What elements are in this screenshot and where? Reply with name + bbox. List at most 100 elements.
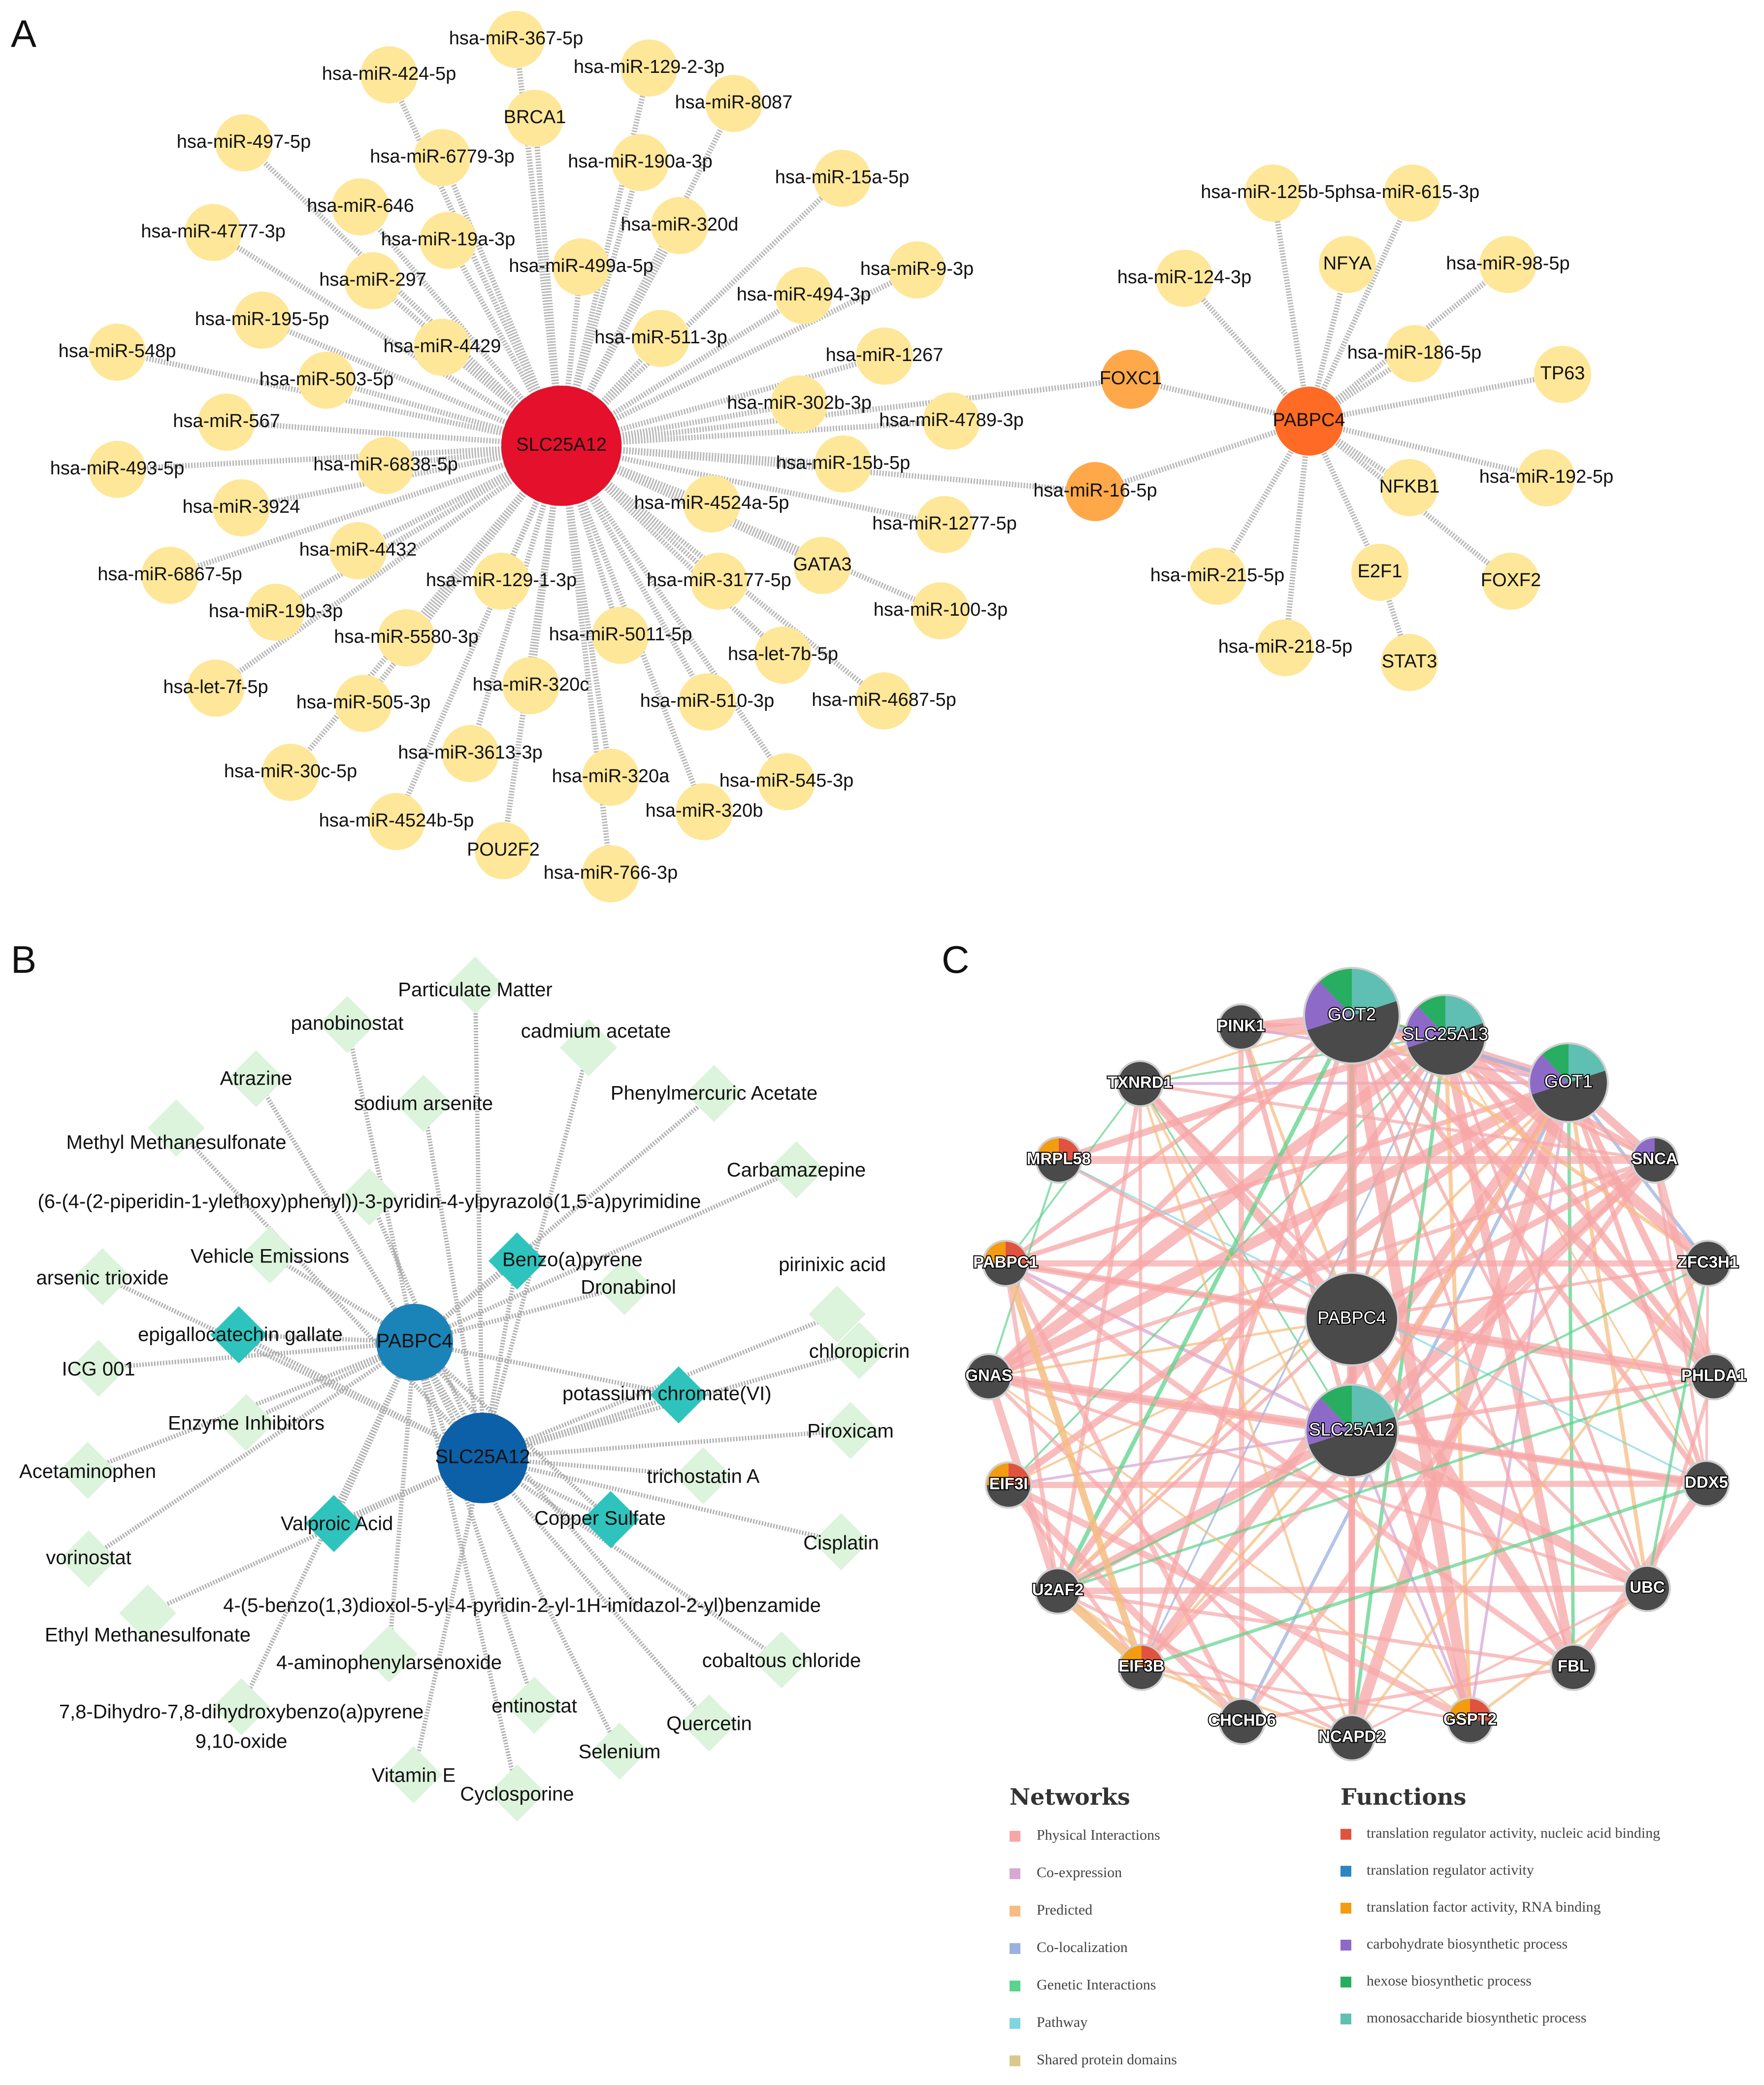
chemical-vehicle-emissions[interactable]: Vehicle Emissions xyxy=(191,1226,349,1284)
gene-gnas[interactable]: GNAS xyxy=(964,1353,1013,1400)
node-hsa-mir-3177-5p[interactable]: hsa-miR-3177-5p xyxy=(647,553,791,610)
chemical-particulate-matter[interactable]: Particulate Matter xyxy=(398,957,553,1014)
chemical-enzyme-inhibitors[interactable]: Enzyme Inhibitors xyxy=(168,1394,325,1451)
node-hsa-mir-9-3p[interactable]: hsa-miR-9-3p xyxy=(860,241,974,298)
chemical-9-10-oxide[interactable]: 9,10-oxide xyxy=(196,1731,288,1753)
node-hsa-mir-186-5p[interactable]: hsa-miR-186-5p xyxy=(1347,325,1481,382)
node-hsa-mir-3613-3p[interactable]: hsa-miR-3613-3p xyxy=(398,725,543,782)
chemical-7-8-dihydro-7-8-dihydroxybenzo-a-pyrene[interactable]: 7,8-Dihydro-7,8-dihydroxybenzo(a)pyrene xyxy=(59,1678,424,1735)
node-hsa-mir-100-3p[interactable]: hsa-miR-100-3p xyxy=(874,582,1008,639)
node-hsa-mir-1267[interactable]: hsa-miR-1267 xyxy=(826,328,944,385)
chemical-quercetin[interactable]: Quercetin xyxy=(666,1694,752,1752)
node-hsa-mir-129-1-3p[interactable]: hsa-miR-129-1-3p xyxy=(426,553,577,610)
node-hsa-mir-5580-3p[interactable]: hsa-miR-5580-3p xyxy=(334,609,479,666)
node-hsa-mir-615-3p[interactable]: hsa-miR-615-3p xyxy=(1345,165,1479,222)
node-hsa-mir-1277-5p[interactable]: hsa-miR-1277-5p xyxy=(872,496,1017,553)
node-hsa-mir-19b-3p[interactable]: hsa-miR-19b-3p xyxy=(209,584,343,641)
chemical-carbamazepine[interactable]: Carbamazepine xyxy=(727,1141,866,1198)
node-brca1[interactable]: BRCA1 xyxy=(504,90,566,147)
gene-eif3b[interactable]: EIF3B xyxy=(1117,1644,1166,1691)
node-hsa-mir-567[interactable]: hsa-miR-567 xyxy=(173,394,280,451)
shared-chemical-benzo-a-pyrene[interactable]: Benzo(a)pyrene xyxy=(489,1232,643,1290)
gene-pabpc1[interactable]: PABPC1 xyxy=(972,1240,1039,1287)
node-hsa-mir-98-5p[interactable]: hsa-miR-98-5p xyxy=(1446,236,1570,293)
gene-eif3i[interactable]: EIF3I xyxy=(985,1461,1032,1509)
chemical-vorinostat[interactable]: vorinostat xyxy=(46,1530,131,1588)
gene-u2af2[interactable]: U2AF2 xyxy=(1031,1567,1084,1615)
node-hsa-mir-320b[interactable]: hsa-miR-320b xyxy=(646,783,763,840)
gene-pink1[interactable]: PINK1 xyxy=(1216,1003,1266,1051)
node-hsa-mir-215-5p[interactable]: hsa-miR-215-5p xyxy=(1150,548,1284,605)
node-hsa-mir-505-3p[interactable]: hsa-miR-505-3p xyxy=(296,675,430,732)
node-e2f1[interactable]: E2F1 xyxy=(1351,544,1408,601)
gene-ubc[interactable]: UBC xyxy=(1624,1565,1671,1612)
node-hsa-mir-493-5p[interactable]: hsa-miR-493-5p xyxy=(50,441,184,498)
chemical-icg-001[interactable]: ICG 001 xyxy=(62,1340,135,1397)
chemical-trichostatin-a[interactable]: trichostatin A xyxy=(647,1447,760,1504)
chemical-6-4-2-piperidin-1-ylethoxy-phenyl-3-pyridin-4-ylpyrazolo-1-5-a-pyrimidine[interactable]: (6-(4-(2-piperidin-1-ylethoxy)phenyl))-3… xyxy=(37,1168,701,1225)
chemical-phenylmercuric-acetate[interactable]: Phenylmercuric Acetate xyxy=(611,1065,817,1122)
gene-ncapd2[interactable]: NCAPD2 xyxy=(1317,1714,1386,1761)
node-hsa-mir-510-3p[interactable]: hsa-miR-510-3p xyxy=(640,673,774,730)
node-hsa-mir-646[interactable]: hsa-miR-646 xyxy=(307,178,414,235)
chemical-cadmium-acetate[interactable]: cadmium acetate xyxy=(521,1019,671,1076)
gene-slc25a13[interactable]: SLC25A13 xyxy=(1402,994,1489,1077)
node-hsa-mir-5011-5p[interactable]: hsa-miR-5011-5p xyxy=(549,607,692,664)
chemical-cyclosporine[interactable]: Cyclosporine xyxy=(460,1764,574,1821)
node-hsa-mir-424-5p[interactable]: hsa-miR-424-5p xyxy=(322,46,456,103)
node-hsa-mir-766-3p[interactable]: hsa-miR-766-3p xyxy=(544,845,678,902)
node-foxc1[interactable]: FOXC1 xyxy=(1100,350,1162,409)
node-nfkb1[interactable]: NFKB1 xyxy=(1379,459,1439,516)
hub-pabpc4[interactable]: PABPC4 xyxy=(376,1304,453,1381)
node-hsa-let-7f-5p[interactable]: hsa-let-7f-5p xyxy=(163,660,268,717)
node-pou2f2[interactable]: POU2F2 xyxy=(467,822,540,879)
node-hsa-mir-4429[interactable]: hsa-miR-4429 xyxy=(384,319,501,376)
node-hsa-mir-192-5p[interactable]: hsa-miR-192-5p xyxy=(1479,449,1613,506)
node-hsa-mir-494-3p[interactable]: hsa-miR-494-3p xyxy=(737,267,871,324)
node-tp63[interactable]: TP63 xyxy=(1534,346,1591,403)
shared-chemical-copper-sulfate[interactable]: Copper Sulfate xyxy=(534,1491,666,1548)
chemical-arsenic-trioxide[interactable]: arsenic trioxide xyxy=(36,1248,169,1305)
gene-chchd6[interactable]: CHCHD6 xyxy=(1207,1698,1277,1745)
node-hsa-mir-4687-5p[interactable]: hsa-miR-4687-5p xyxy=(812,672,956,729)
chemical-cobaltous-chloride[interactable]: cobaltous chloride xyxy=(702,1631,861,1688)
node-hsa-mir-497-5p[interactable]: hsa-miR-497-5p xyxy=(177,114,311,171)
shared-chemical-epigallocatechin-gallate[interactable]: epigallocatechin gallate xyxy=(138,1306,343,1363)
node-hsa-mir-503-5p[interactable]: hsa-miR-503-5p xyxy=(260,352,393,409)
hub-pabpc4[interactable]: PABPC4 xyxy=(1273,387,1345,456)
chemical-entinostat[interactable]: entinostat xyxy=(491,1677,577,1734)
node-hsa-mir-6779-3p[interactable]: hsa-miR-6779-3p xyxy=(370,129,515,186)
node-hsa-mir-6867-5p[interactable]: hsa-miR-6867-5p xyxy=(98,547,242,604)
gene-phlda1[interactable]: PHLDA1 xyxy=(1680,1353,1747,1400)
gene-txnrd1[interactable]: TXNRD1 xyxy=(1107,1060,1174,1107)
chemical-cisplatin[interactable]: Cisplatin xyxy=(803,1513,879,1570)
chemical-piroxicam[interactable]: Piroxicam xyxy=(807,1402,894,1459)
gene-mrpl58[interactable]: MRPL58 xyxy=(1026,1136,1092,1184)
node-hsa-mir-195-5p[interactable]: hsa-miR-195-5p xyxy=(195,292,329,349)
gene-gspt2[interactable]: GSPT2 xyxy=(1442,1697,1498,1744)
node-hsa-mir-6838-5p[interactable]: hsa-miR-6838-5p xyxy=(313,437,458,494)
chemical-pirinixic-acid[interactable]: pirinixic acid xyxy=(779,1254,886,1343)
chemical-dronabinol[interactable]: Dronabinol xyxy=(581,1258,676,1315)
node-foxf2[interactable]: FOXF2 xyxy=(1481,553,1541,610)
chemical-sodium-arsenite[interactable]: sodium arsenite xyxy=(354,1075,493,1132)
chemical-panobinostat[interactable]: panobinostat xyxy=(291,996,404,1053)
node-nfya[interactable]: NFYA xyxy=(1319,236,1376,293)
gene-pabpc4[interactable]: PABPC4 xyxy=(1305,1272,1399,1366)
node-hsa-mir-30c-5p[interactable]: hsa-miR-30c-5p xyxy=(224,744,357,801)
node-gata3[interactable]: GATA3 xyxy=(793,537,852,594)
node-hsa-mir-545-3p[interactable]: hsa-miR-545-3p xyxy=(719,753,853,810)
chemical-ethyl-methanesulfonate[interactable]: Ethyl Methanesulfonate xyxy=(45,1585,251,1646)
gene-slc25a12[interactable]: SLC25A12 xyxy=(1305,1384,1399,1478)
node-hsa-mir-15b-5p[interactable]: hsa-miR-15b-5p xyxy=(776,435,910,493)
chemical-vitamin-e[interactable]: Vitamin E xyxy=(372,1746,456,1803)
node-hsa-mir-511-3p[interactable]: hsa-miR-511-3p xyxy=(594,310,727,367)
node-hsa-mir-4524b-5p[interactable]: hsa-miR-4524b-5p xyxy=(319,793,474,850)
chemical-4-5-benzo-1-3-dioxol-5-yl-4-pyridin-2-yl-1h-imidazol-2-yl-benzamide[interactable]: 4-(5-benzo(1,3)dioxol-5-yl-4-pyridin-2-y… xyxy=(223,1595,821,1617)
node-hsa-mir-320a[interactable]: hsa-miR-320a xyxy=(552,749,670,806)
hub-slc25a12[interactable]: SLC25A12 xyxy=(501,386,621,506)
node-hsa-mir-16-5p[interactable]: hsa-miR-16-5p xyxy=(1033,462,1157,521)
node-hsa-mir-4432[interactable]: hsa-miR-4432 xyxy=(299,522,417,579)
node-hsa-mir-125b-5p[interactable]: hsa-miR-125b-5p xyxy=(1201,165,1345,222)
gene-zfc3h1[interactable]: ZFC3H1 xyxy=(1676,1240,1739,1287)
